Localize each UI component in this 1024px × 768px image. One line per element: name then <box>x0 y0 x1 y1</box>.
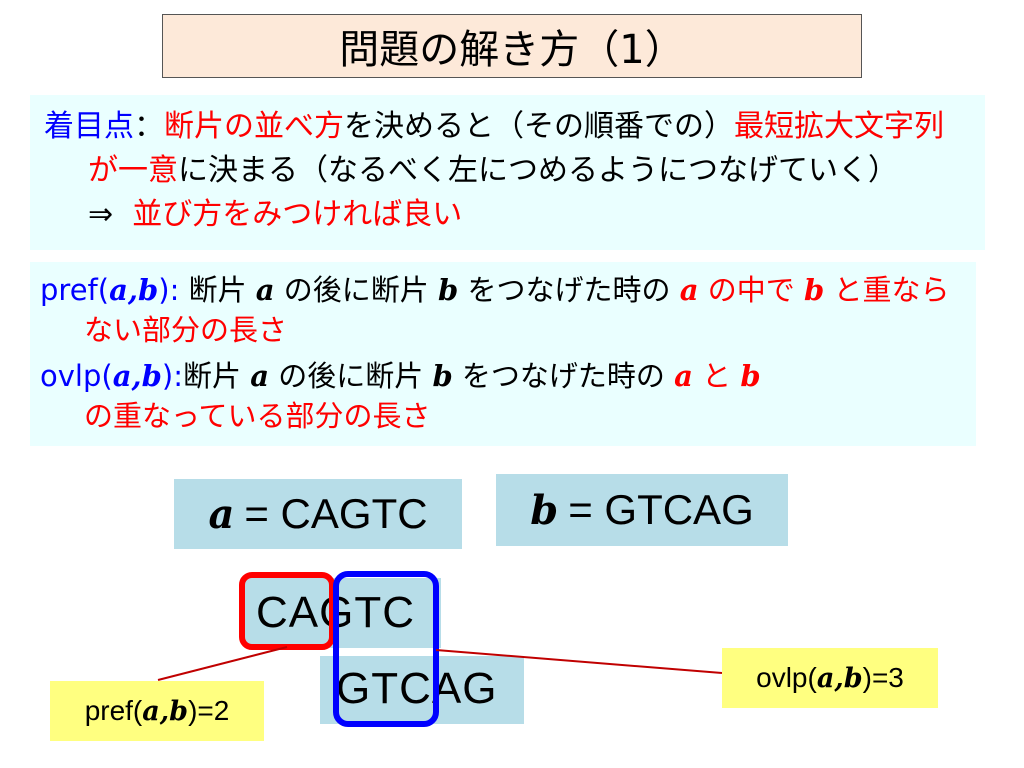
ovlp-connector-line <box>435 649 723 674</box>
sequence-b-value: = GTCAG <box>568 486 754 533</box>
pref-value-a: a <box>142 695 160 727</box>
pref-value-label: pref(a,b)=2 <box>50 681 264 741</box>
pref-def-a2: a <box>255 273 275 307</box>
ovlp-def-close: ) <box>161 359 174 393</box>
key-point-red1: 断片の並べ方 <box>164 109 344 144</box>
pref-value-b: b <box>169 695 189 727</box>
sequence-a-box: a= CAGTC <box>174 479 462 549</box>
ovlp-def-red-end: の重なっている部分の長さ <box>84 399 431 433</box>
pref-def-colon: : <box>169 273 189 307</box>
slide-title-text: 問題の解き方（1） <box>339 27 685 73</box>
ovlp-value-a: a <box>816 662 835 694</box>
key-point-text2: に決まる（なるべく左につめるようにつなげていく）⇒ <box>88 153 898 232</box>
sequence-a-var: a <box>208 490 235 538</box>
pref-value-comma: , <box>159 695 170 727</box>
ovlp-def-b2: b <box>432 359 453 393</box>
prefix-highlight-box <box>239 572 335 650</box>
ovlp-def-colon: : <box>173 359 183 393</box>
overlap-highlight-box <box>333 571 439 727</box>
sequence-b-var: b <box>530 486 559 534</box>
ovlp-value-b: b <box>843 662 863 694</box>
ovlp-def-label: ovlp( <box>40 359 113 393</box>
pref-def-red-a: a <box>679 273 699 307</box>
ovlp-value-label: ovlp(a,b)=3 <box>722 648 938 708</box>
pref-def-close: ) <box>158 273 170 307</box>
ovlp-def-t1: 断片 <box>182 359 251 393</box>
slide-title: 問題の解き方（1） <box>162 14 862 78</box>
ovlp-def-a2: a <box>250 359 269 393</box>
pref-value-post: )=2 <box>188 695 230 726</box>
key-point-text1: を決めると（その順番での） <box>344 109 734 144</box>
pref-def-t1: 断片 <box>188 273 256 307</box>
pref-definition: pref(a,b): 断片 a の後に断片 b をつなげた時の a の中で b … <box>40 270 966 350</box>
ovlp-def-a: a <box>112 359 132 393</box>
top-sequence-prefix: CA <box>256 588 320 637</box>
sequence-b-box: b= GTCAG <box>496 474 788 546</box>
pref-def-t2: の後に断片 <box>274 273 439 307</box>
pref-def-red-end: と重ならない部分の長さ <box>84 273 950 347</box>
key-point-red2: 最短拡大文字列が一意 <box>88 109 944 188</box>
pref-def-b2: b <box>438 273 459 307</box>
bottom-sequence-overlap: GTC <box>336 664 432 713</box>
key-point-label: 着目点 <box>44 109 134 144</box>
key-point-panel: 着目点：断片の並べ方を決めると（その順番での）最短拡大文字列が一意に決まる（なる… <box>30 95 985 250</box>
ovlp-def-red-b: b <box>740 359 761 393</box>
ovlp-def-comma: , <box>131 359 142 393</box>
definitions-panel: pref(a,b): 断片 a の後に断片 b をつなげた時の a の中で b … <box>30 262 976 446</box>
ovlp-value-post: )=3 <box>862 662 904 693</box>
pref-value-pre: pref( <box>84 695 143 726</box>
top-sequence-bg <box>245 578 441 648</box>
ovlp-def-red-t: と <box>692 359 741 393</box>
pref-def-b: b <box>137 273 159 307</box>
ovlp-def-b: b <box>141 359 162 393</box>
ovlp-def-t2: の後に断片 <box>269 359 433 393</box>
bottom-sequence-suffix: AG <box>431 664 498 713</box>
pref-def-a: a <box>109 273 128 307</box>
key-point-red3: 並び方をみつければ良い <box>132 197 463 232</box>
pref-def-t3: をつなげた時の <box>458 273 680 307</box>
pref-def-comma: , <box>127 273 138 307</box>
pref-def-red-b: b <box>803 273 825 307</box>
sequence-a-value: = CAGTC <box>244 490 428 537</box>
pref-def-label: pref( <box>40 273 110 307</box>
bottom-sequence-bg <box>320 656 524 724</box>
key-point-text: 着目点：断片の並べ方を決めると（その順番での）最短拡大文字列が一意に決まる（なる… <box>44 105 971 237</box>
ovlp-value-comma: , <box>834 662 844 694</box>
pref-connector-line <box>157 646 288 681</box>
ovlp-def-red-a: a <box>674 359 693 393</box>
ovlp-value-pre: ovlp( <box>756 662 817 693</box>
pref-def-red-t: の中で <box>698 273 804 307</box>
key-point-colon: ： <box>134 109 164 144</box>
bottom-sequence: GTCAG <box>336 664 497 714</box>
ovlp-def-t3: をつなげた時の <box>452 359 675 393</box>
